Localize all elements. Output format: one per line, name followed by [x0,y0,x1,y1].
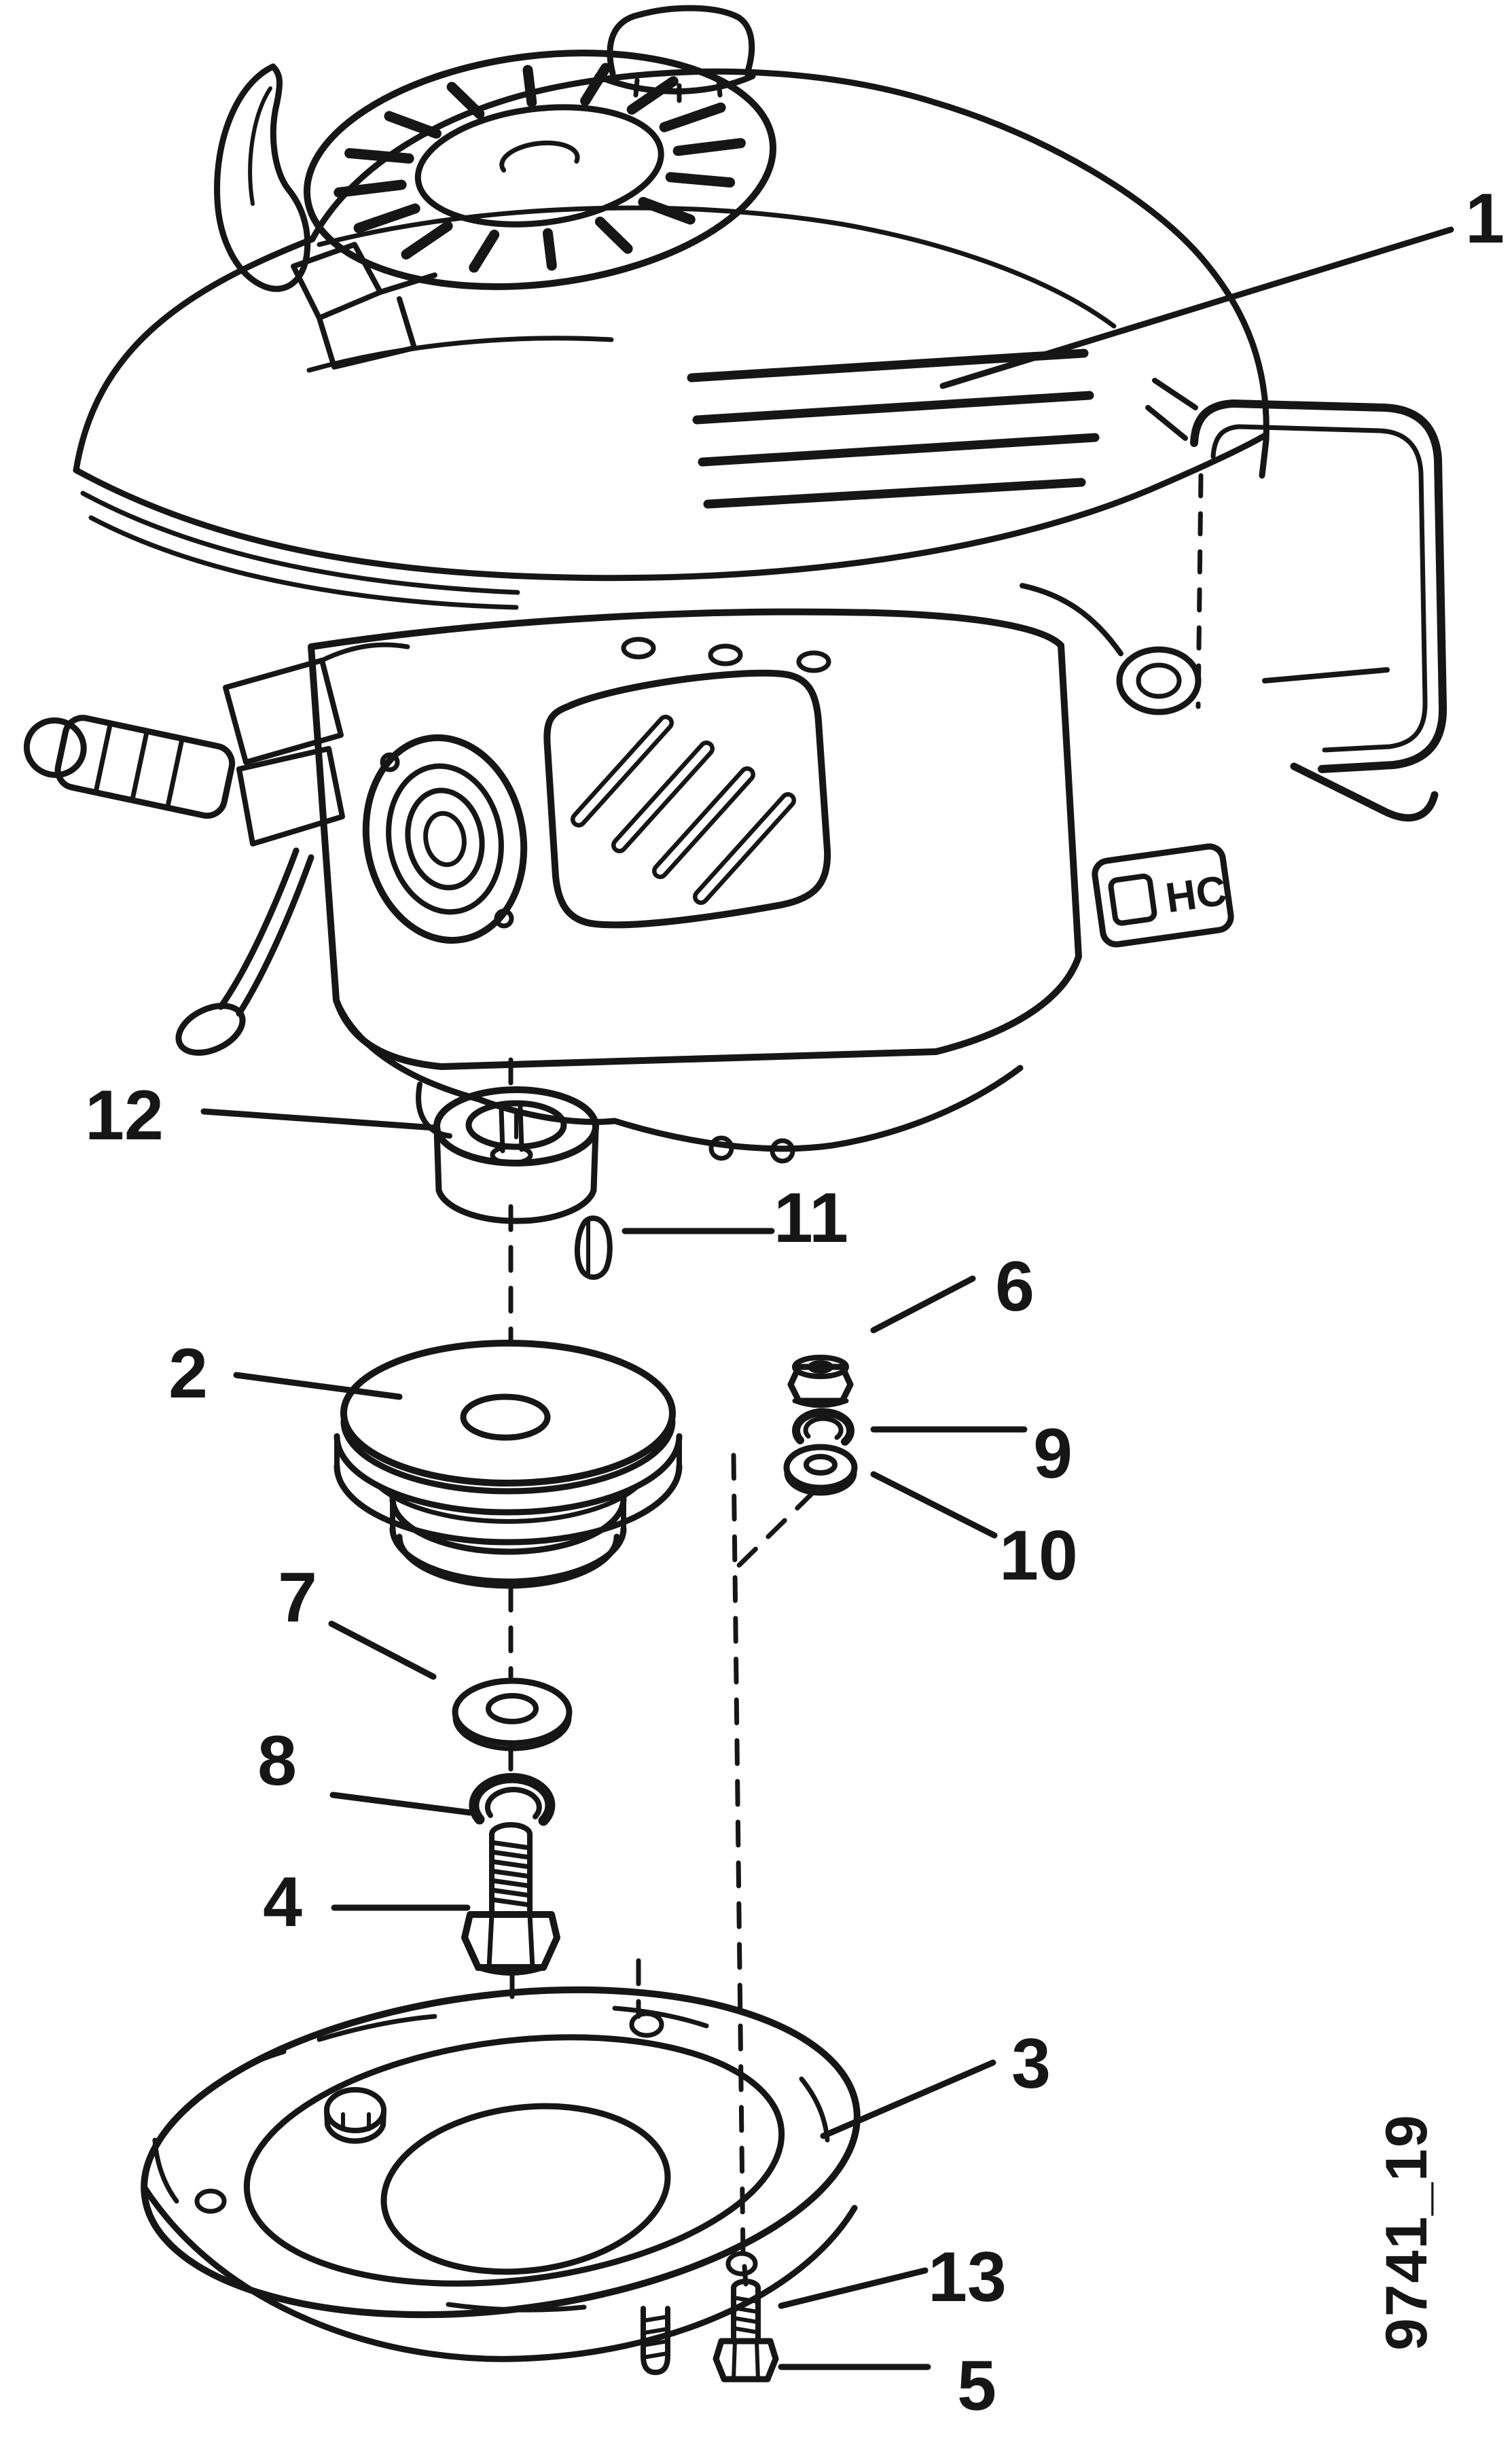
engine-assembly: HC [23,5,1447,1166]
callout-7-label: 7 [278,1558,317,1637]
callout-10-leader [870,1471,998,1539]
callout-1-label: 1 [1465,179,1505,258]
part-9-lock-washer [792,1408,854,1446]
fuel-cap [594,5,756,103]
pan-bolt-hole [725,2251,758,2277]
muffler-cover [543,669,831,929]
callout-13-leader [778,2267,929,2309]
callout-7-leader [328,1620,437,1680]
bolt-head [713,2338,779,2383]
spark-plug [1020,583,1202,715]
callout-2-label: 2 [168,1334,208,1413]
part-10-washer [783,1444,858,1496]
callout-12-leader [200,1108,438,1131]
muffler-slots [571,715,796,905]
pan-hex-nub [324,2087,386,2144]
part-7-washer [452,1677,573,1751]
callout-8-leader [329,1792,473,1816]
centerlines [508,1057,816,2287]
callout-6-label: 6 [995,1247,1034,1326]
handle-frame [1145,378,1447,822]
boss-bolt [380,752,400,772]
callout-6-leader [870,1275,976,1334]
recoil-starter [303,50,777,290]
starter-grip [214,63,437,370]
callout-1-leader [939,226,1454,389]
callout-3-leader [820,2059,996,2139]
badge-text: HC [1163,867,1229,922]
pan-bolt-hole [629,2011,664,2038]
pan-bolt-hole [194,2188,227,2214]
centerline-b [731,1453,746,2258]
fuel-petcock [23,715,236,819]
part-11-woodruff-key [574,1215,613,1280]
part-5-bolt [713,2279,779,2383]
bolt-head [461,1911,560,1971]
drawing-code: 9741_19 [1374,2114,1439,2351]
callout-2-leader [233,1372,403,1400]
part-4-bolt [461,1822,560,1976]
crankcase [308,608,1082,1166]
cooling-fins [687,349,1100,509]
part-13-stud [641,2306,670,2375]
bolt-threads [489,1840,533,1908]
crankshaft-boss [362,734,528,944]
carburetor-linkage [223,642,410,847]
part-2-pulley [334,1340,683,1589]
callout-8-label: 8 [257,1722,297,1800]
callout-9-label: 9 [1033,1414,1073,1493]
boss-bolt [494,908,514,929]
callout-10-label: 10 [999,1516,1078,1595]
part-3-pan [141,1986,861,2362]
model-badge: HC [1092,843,1234,948]
callout-13-label: 13 [928,2238,1007,2317]
part-6-flange-nut [787,1355,854,1408]
centerline-diagonal [735,1489,816,1569]
dipstick-tube [175,847,314,1056]
callout-3-label: 3 [1011,2025,1051,2103]
callout-4-label: 4 [263,1863,302,1942]
callout-11-label: 11 [774,1179,848,1258]
part-8-lock-washer [469,1772,556,1826]
pan-rim-details [152,2006,830,2313]
callout-5-label: 5 [957,2347,996,2425]
callout-12-label: 12 [85,1076,164,1155]
recoil-slot-ring [334,63,746,273]
